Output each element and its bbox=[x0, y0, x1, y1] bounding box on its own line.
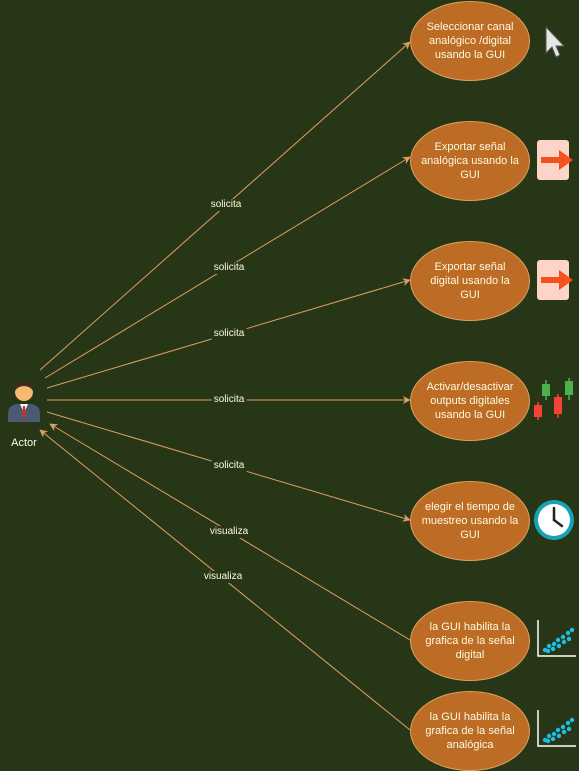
use-case-label: Activar/desactivar outputs digitales usa… bbox=[426, 381, 514, 421]
edge-label: solicita bbox=[208, 199, 244, 211]
use-case-digital-plot: la GUI habilita la grafica de la señal d… bbox=[410, 601, 530, 681]
scatter-plot-icon bbox=[537, 710, 576, 747]
use-case-label: Exportar señal digital usando la GUI bbox=[430, 261, 510, 301]
edge-label: visualiza bbox=[207, 526, 251, 538]
candlestick-icon bbox=[534, 378, 573, 420]
scatter-plot-icon bbox=[537, 620, 576, 657]
use-case-toggle-outputs: Activar/desactivar outputs digitales usa… bbox=[410, 361, 530, 441]
use-case-sampling-time: elegir el tiempo de muestreo usando la G… bbox=[410, 481, 530, 561]
export-arrow-icon bbox=[537, 140, 573, 180]
use-case-export-analog: Exportar señal analógica usando la GUI bbox=[410, 121, 530, 201]
use-case-analog-plot: la GUI habilita la grafica de la señal a… bbox=[410, 691, 530, 771]
use-case-label: elegir el tiempo de muestreo usando la G… bbox=[421, 501, 519, 541]
use-case-label: la GUI habilita la grafica de la señal a… bbox=[425, 711, 515, 751]
use-case-label: Exportar señal analógica usando la GUI bbox=[421, 141, 519, 181]
export-arrow-icon bbox=[537, 260, 573, 300]
edge-label: solicita bbox=[211, 262, 247, 274]
person-icon bbox=[8, 381, 40, 422]
use-case-select-channel: Seleccionar canal analógico /digital usa… bbox=[410, 1, 530, 81]
edge-label: solicita bbox=[211, 394, 247, 406]
cursor-icon bbox=[545, 25, 566, 58]
edge-label: solicita bbox=[211, 460, 247, 472]
use-case-label: Seleccionar canal analógico /digital usa… bbox=[426, 21, 514, 61]
actor-label: Actor bbox=[11, 437, 37, 449]
clock-icon bbox=[534, 500, 574, 540]
edge-label: visualiza bbox=[201, 571, 245, 583]
edge-label: solicita bbox=[211, 328, 247, 340]
use-case-export-digital: Exportar señal digital usando la GUI bbox=[410, 241, 530, 321]
use-case-label: la GUI habilita la grafica de la señal d… bbox=[425, 621, 515, 661]
